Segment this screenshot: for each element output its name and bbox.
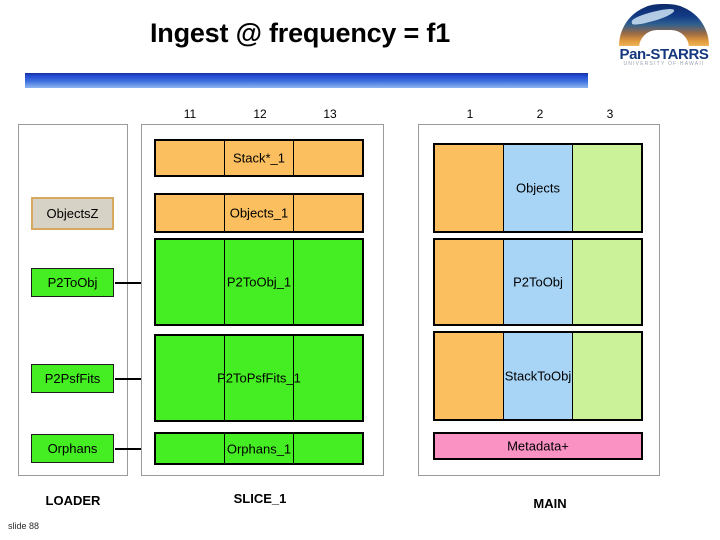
main-cell-3 <box>572 333 641 419</box>
footer-label-main: MAIN <box>533 496 567 511</box>
main-cell-3 <box>572 145 641 231</box>
slice-row-orphans[interactable]: Orphans_1 <box>154 432 364 465</box>
main-tick-1: 1 <box>466 107 474 121</box>
slice-cell-13 <box>293 434 362 463</box>
slice-row-objects[interactable]: Objects_1 <box>154 193 364 233</box>
slice-cell-11 <box>156 240 224 324</box>
logo-wordmark: Pan-STARRS <box>619 46 709 63</box>
slice-cell-12 <box>224 240 293 324</box>
logo-subtitle: UNIVERSITY OF HAWAII <box>623 61 705 67</box>
loader-box-label: P2PsfFits <box>44 371 101 386</box>
slice-cell-13 <box>293 240 362 324</box>
main-cell-1 <box>435 240 503 324</box>
dome-notch-shape <box>639 30 689 48</box>
main-cell-3 <box>572 240 641 324</box>
slice-row-p2topsffits[interactable]: P2ToPsfFits_1 <box>154 334 364 422</box>
main-cell-2 <box>503 333 572 419</box>
footer-label-slice: SLICE_1 <box>233 491 287 506</box>
slice-tick-12: 12 <box>253 107 267 121</box>
loader-panel <box>18 124 128 476</box>
main-tick-2: 2 <box>536 107 544 121</box>
loader-box-orphans[interactable]: Orphans <box>31 434 114 463</box>
slice-cell-13 <box>293 141 362 175</box>
main-row-stacktoobj[interactable]: StackToObj <box>433 331 643 421</box>
loader-box-p2psffits[interactable]: P2PsfFits <box>31 364 114 393</box>
main-cell-2 <box>503 240 572 324</box>
slice-cell-13 <box>293 195 362 231</box>
slice-cell-11 <box>156 434 224 463</box>
page-title: Ingest @ frequency = f1 <box>149 18 451 48</box>
main-row-p2toobj[interactable]: P2ToObj <box>433 238 643 326</box>
loader-box-p2toobj[interactable]: P2ToObj <box>31 268 114 297</box>
main-cell-1 <box>435 333 503 419</box>
main-cell-2 <box>503 145 572 231</box>
slice-cell-11 <box>156 336 224 420</box>
footer-label-loader: LOADER <box>45 493 101 508</box>
loader-box-label: P2ToObj <box>47 275 98 290</box>
slice-cell-12 <box>224 434 293 463</box>
slice-cell-12 <box>224 141 293 175</box>
main-cell-1 <box>435 145 503 231</box>
slice-cell-11 <box>156 141 224 175</box>
title-divider-bar <box>25 73 588 88</box>
slice-row-p2toobj[interactable]: P2ToObj_1 <box>154 238 364 326</box>
main-row-objects[interactable]: Objects <box>433 143 643 233</box>
slice-tick-11: 11 <box>183 107 197 121</box>
slice-tick-13: 13 <box>323 107 337 121</box>
pan-starrs-logo: Pan-STARRS UNIVERSITY OF HAWAII <box>613 4 715 70</box>
loader-box-label: ObjectsZ <box>46 206 99 221</box>
slice-cell-12 <box>224 195 293 231</box>
slice-row-stack[interactable]: Stack*_1 <box>154 139 364 177</box>
slice-cell-12 <box>224 336 293 420</box>
main-cell-metadata <box>435 434 641 458</box>
main-tick-3: 3 <box>606 107 614 121</box>
main-row-metadata[interactable]: Metadata+ <box>433 432 643 460</box>
loader-box-label: Orphans <box>47 441 98 456</box>
loader-box-objectsz[interactable]: ObjectsZ <box>31 197 114 230</box>
slice-cell-13 <box>293 336 362 420</box>
slide-number: slide 88 <box>8 521 40 531</box>
slice-cell-11 <box>156 195 224 231</box>
